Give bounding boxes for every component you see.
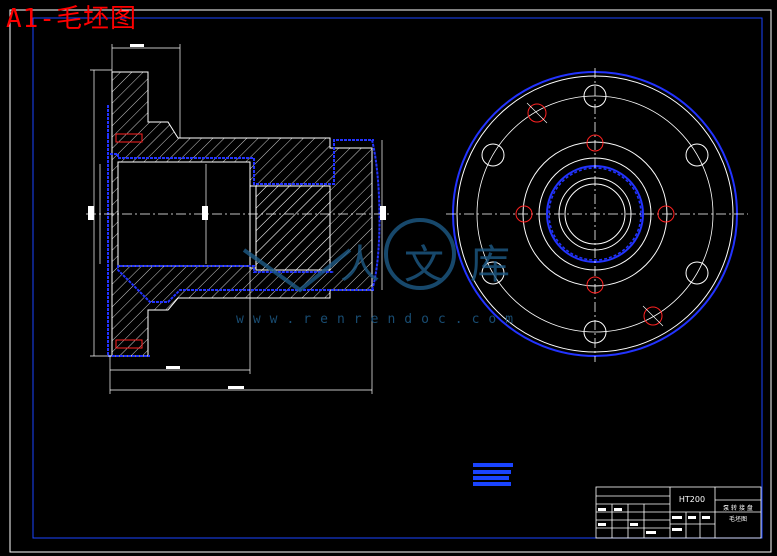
watermark-logo-icon: 人 文 库 [242,218,510,293]
machining-contour [107,104,374,357]
notes-line [473,463,513,467]
drawing-name-label: 毛坯图 [729,515,747,523]
inner-border [32,17,763,539]
svg-text:文: 文 [404,242,444,288]
dimension-labels [88,44,386,389]
title-block-filler-labels [598,508,710,534]
hole-crosshairs [526,102,664,327]
section-view [86,44,392,394]
bolt-holes-large [481,84,709,344]
bolt-holes-small [515,103,675,326]
notes-line [473,476,509,480]
title-block [595,486,762,539]
notes-line [473,470,511,474]
part-name-label: 泵 转 接 盘 [723,504,753,512]
svg-text:人: 人 [340,242,380,288]
outer-contour [107,139,381,356]
notes-line [473,482,511,486]
material-label: HT200 [679,495,705,504]
watermark-url: www.renrendoc.com [236,312,523,327]
bolt-hole-top [115,133,143,143]
bolt-hole-bottom [115,339,143,349]
end-view [446,68,748,362]
bore-step [255,185,331,271]
sheet-title: A1-毛坯图 [6,4,137,34]
svg-text:库: 库 [470,242,510,288]
outer-border [9,9,772,553]
